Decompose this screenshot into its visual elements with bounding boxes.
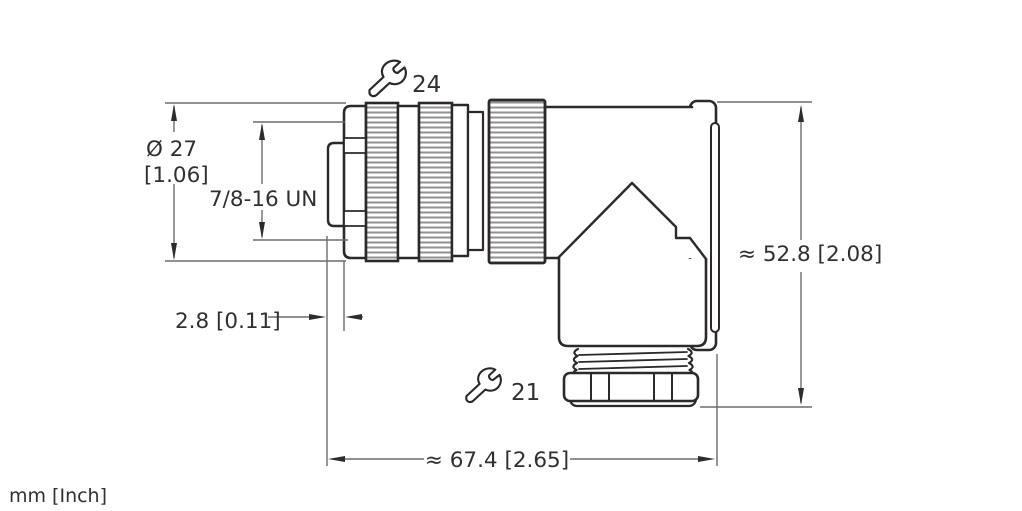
thread-spec-label: 7/8-16 UN [209, 187, 317, 212]
housing-upper-body [543, 105, 694, 260]
dimension-overall-height: ≈ 52.8 [2.08] [700, 101, 882, 408]
wrench-icon [465, 367, 502, 404]
dimension-protrusion: 2.8 [0.11] [175, 236, 363, 466]
coupling-nut-collar [342, 104, 368, 260]
units-note: mm [Inch] [9, 485, 107, 507]
protrusion-label: 2.8 [0.11] [175, 309, 281, 334]
dimension-overall-length: ≈ 67.4 [2.65] [328, 354, 718, 473]
overall-length-label: ≈ 67.4 [2.65] [425, 448, 569, 473]
dimension-diameter: Ø 27 [1.06] [144, 102, 346, 262]
coupling-nut-knurl [364, 101, 485, 263]
connector-part [326, 98, 720, 408]
body-knurl-ring [487, 98, 547, 265]
overall-height-label: ≈ 52.8 [2.08] [738, 242, 882, 267]
gland-hex-nut [562, 371, 700, 408]
wrench-icon [368, 59, 407, 98]
dimension-thread: 7/8-16 UN [209, 121, 348, 241]
diameter-mm-label: Ø 27 [146, 137, 197, 162]
wrench-size-coupling: 24 [368, 59, 441, 98]
housing-lower-body [557, 255, 708, 348]
wrench-gland-label: 21 [511, 380, 540, 406]
wrench-size-gland: 21 [465, 367, 540, 406]
diameter-inch-label: [1.06] [144, 163, 209, 188]
wrench-coupling-label: 24 [412, 72, 441, 98]
housing-chevron-seam [557, 181, 708, 261]
mating-thread-tip [326, 141, 348, 228]
